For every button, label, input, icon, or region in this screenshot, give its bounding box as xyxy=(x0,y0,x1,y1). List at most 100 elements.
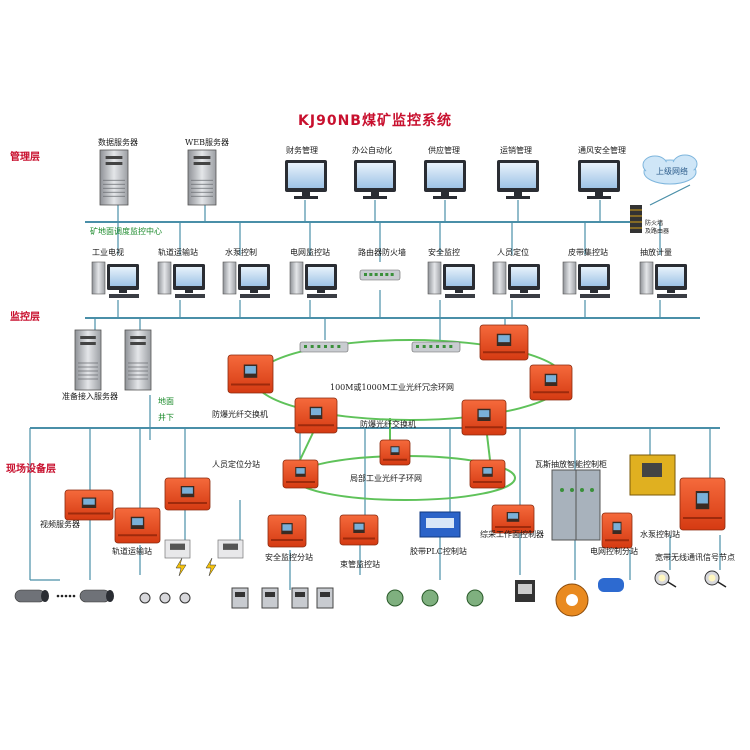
pump-box xyxy=(629,454,676,496)
wireless-lamp-1 xyxy=(704,570,727,588)
ring-box-1 xyxy=(479,324,529,361)
upper-network-label: 上级网络 xyxy=(656,167,688,176)
video-server-label: 视频服务器 xyxy=(40,520,80,529)
office-label-4: 通风安全管理 xyxy=(578,146,626,155)
monitor-label-0: 工业电视 xyxy=(92,248,124,257)
monitor-pc-4 xyxy=(427,261,475,298)
center-label: 矿地面调度监控中心 xyxy=(90,227,162,236)
video-server-box xyxy=(64,489,114,521)
field-sensor-0 xyxy=(231,587,249,609)
belt-label: 束管监控站 xyxy=(340,560,380,569)
field-camera-icon xyxy=(515,580,535,602)
camera-icon-1 xyxy=(79,589,114,603)
switch-left-label: 防爆光纤交换机 xyxy=(212,410,268,419)
subring-box-0 xyxy=(282,459,319,489)
office-label-3: 运销管理 xyxy=(500,146,532,155)
sensor-box-0 xyxy=(164,539,191,559)
gas-cabinet xyxy=(551,469,601,541)
subring-box-1 xyxy=(469,459,506,489)
office-label-1: 办公自动化 xyxy=(352,146,392,155)
field-sensor-3 xyxy=(316,587,334,609)
underground-label: 井下 xyxy=(158,413,174,422)
surface-label: 地面 xyxy=(158,397,174,406)
monitor-label-6: 人员定位 xyxy=(497,248,529,257)
orange-fan-icon xyxy=(555,583,589,617)
belt-box xyxy=(339,514,379,546)
blue-detector-icon xyxy=(598,578,624,592)
sensor-box-1 xyxy=(217,539,244,559)
drop-lines xyxy=(29,184,721,590)
monitor-pc-5 xyxy=(492,261,540,298)
monitor-pc-7 xyxy=(639,261,687,298)
monitor-pc-3 xyxy=(289,261,337,298)
pump-label: 水泵控制站 xyxy=(640,530,680,539)
backbone-lines xyxy=(30,221,720,429)
plc-sensor-1 xyxy=(421,589,439,607)
plc-label: 胶带PLC控制站 xyxy=(410,547,467,556)
face-label: 综采工作面控制器 xyxy=(480,530,544,539)
personnel-label: 人员定位分站 xyxy=(212,460,260,469)
plc-sensor-2 xyxy=(466,589,484,607)
lightning-icon-0 xyxy=(175,557,187,577)
layer-monitoring: 监控层 xyxy=(10,312,40,323)
diagram-title: KJ90NB煤矿监控系统 xyxy=(298,113,452,129)
switch-center-label: 防爆光纤交换机 xyxy=(360,420,416,429)
monitor-label-3: 电网监控站 xyxy=(290,248,330,257)
standby-server-label: 准备接入服务器 xyxy=(62,392,118,401)
ring-sub-label: 局部工业光纤子环网 xyxy=(350,474,422,483)
standby-server-icon-1 xyxy=(124,329,152,391)
safety-label: 安全监控分站 xyxy=(265,553,313,562)
sensor-dot-0 xyxy=(139,592,151,604)
monitor-label-8: 抽放计量 xyxy=(640,248,672,257)
office-monitor-0 xyxy=(285,160,327,199)
sensor-dot-2 xyxy=(179,592,191,604)
ring-switch-right xyxy=(411,341,461,353)
layer-management: 管理层 xyxy=(10,152,40,163)
ring-box-0 xyxy=(227,354,274,394)
wireless-lamp-0 xyxy=(654,570,677,588)
office-monitor-1 xyxy=(354,160,396,199)
grid-box xyxy=(601,512,633,549)
monitor-pc-6 xyxy=(562,261,610,298)
ring-box-4 xyxy=(461,399,507,436)
monitor-label-1: 轨道运输站 xyxy=(158,248,198,257)
monitor-label-2: 水泵控制 xyxy=(225,248,257,257)
monitor-label-4: 路由器防火墙 xyxy=(358,248,406,257)
firewall-router-label: 防火墙 及路由器 xyxy=(645,220,670,235)
monitor-pc-2 xyxy=(222,261,270,298)
monitor-pc-1 xyxy=(157,261,205,298)
personnel-box xyxy=(164,477,211,511)
ring-box-3 xyxy=(294,397,338,434)
rail-box xyxy=(114,507,161,544)
plc-box xyxy=(419,511,461,538)
office-monitor-2 xyxy=(424,160,466,199)
field-sensor-1 xyxy=(261,587,279,609)
rail-label: 轨道运输站 xyxy=(112,547,152,556)
sensor-dot-1 xyxy=(159,592,171,604)
grid-label: 电网控制分站 xyxy=(590,547,638,556)
monitor-pc-0 xyxy=(91,261,139,298)
monitor-label-5: 安全监控 xyxy=(428,248,460,257)
cloud-icon xyxy=(642,154,698,185)
lightning-icon-1 xyxy=(205,557,217,577)
ring-switch-left xyxy=(299,341,349,353)
face-box xyxy=(491,504,535,534)
safety-box xyxy=(267,514,307,548)
camera-dots xyxy=(56,594,76,598)
monitor-label-7: 皮带集控站 xyxy=(568,248,608,257)
wireless-box xyxy=(679,477,726,531)
router-firewall-icon xyxy=(359,269,401,281)
web-server-label: WEB服务器 xyxy=(185,138,229,147)
data-server-icon xyxy=(99,149,129,206)
ring-main-label: 100M或1000M工业光纤冗余环网 xyxy=(330,383,455,392)
office-label-0: 财务管理 xyxy=(286,146,318,155)
firewall-icon xyxy=(630,205,642,233)
plc-sensor-0 xyxy=(386,589,404,607)
wireless-label: 宽带无线通讯信号节点 xyxy=(655,553,735,562)
standby-server-icon-0 xyxy=(74,329,102,391)
camera-icon-0 xyxy=(14,589,49,603)
device-icons xyxy=(14,149,727,617)
ring-box-2 xyxy=(529,364,573,401)
